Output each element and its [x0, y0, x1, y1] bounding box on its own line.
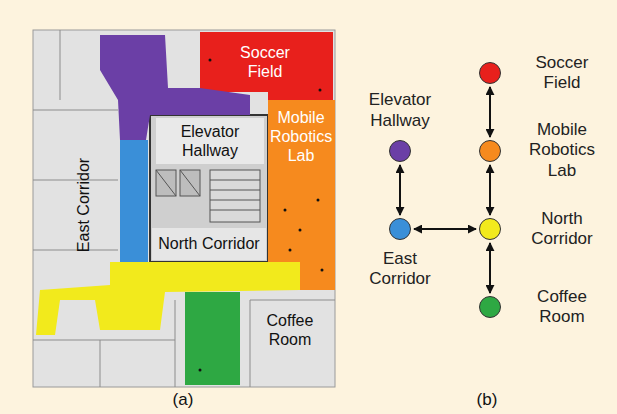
place-node: Coffee Room [479, 296, 501, 318]
map-label: North Corridor [151, 234, 267, 253]
double-arrow [489, 243, 491, 293]
node-label: Mobile Robotics Lab [520, 120, 604, 181]
map-label: Soccer Field [225, 43, 305, 81]
map-label: East Corridor [74, 155, 93, 255]
map-label: Elevator Hallway [160, 122, 260, 160]
place-node: East Corridor [389, 218, 411, 240]
node-label: North Corridor [520, 209, 604, 250]
node-label: Soccer Field [520, 53, 604, 94]
node-label: East Corridor [358, 249, 442, 290]
double-arrow [489, 165, 491, 215]
double-arrow [399, 165, 401, 215]
double-arrow [489, 87, 491, 137]
place-node: Mobile Robotics Lab [479, 140, 501, 162]
double-arrow [414, 228, 476, 230]
place-node: Elevator Hallway [389, 140, 411, 162]
map-label: Mobile Robotics Lab [267, 108, 335, 166]
map-label: (b) [465, 390, 509, 410]
map-label: Coffee Room [250, 311, 330, 349]
place-node: Soccer Field [479, 62, 501, 84]
node-label: Coffee Room [520, 287, 604, 328]
place-node: North Corridor [479, 218, 501, 240]
node-label: Elevator Hallway [358, 90, 442, 131]
map-label: (a) [161, 390, 205, 410]
